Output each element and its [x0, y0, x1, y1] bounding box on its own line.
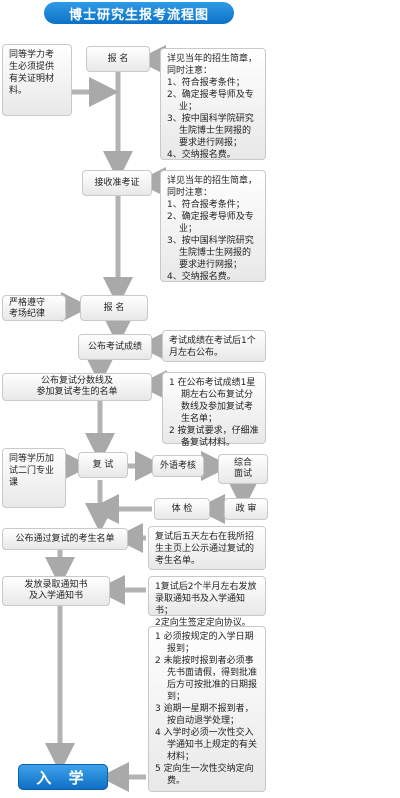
step-political: 政 审 [224, 498, 268, 520]
note-admission-item: 2定向生签定定向协议。 [155, 618, 251, 628]
note-lines-item: 2 按复试要求，仔细准备复试材料。 [169, 426, 259, 448]
note-apply-item: 2、确定报考导师及专业； [167, 90, 254, 112]
step-publish-lines: 公布复试分数线及 参加复试考生的名单 [2, 373, 152, 401]
note-enroll-item: 3 逾期一星期不报到者，按自动退学处理； [155, 704, 254, 726]
step-publish-scores: 公布考试成绩 [78, 334, 152, 360]
note-apply-intro: 详见当年的招生简章，同时注意： [167, 54, 258, 76]
note-apply-item: 3、按中国科学院研究生院博士生网报的要求进行网报； [167, 114, 254, 148]
note-enroll-item: 1 必须按规定的入学日期报到； [155, 632, 254, 654]
step-publish-passed: 公布通过复试的考生名单 [2, 528, 128, 550]
note-receive-item: 2、确定报考导师及专业； [167, 212, 254, 234]
step-admission-notice: 发放录取通知书 及入学通知书 [2, 576, 110, 606]
note-lines: 1 在公布考试成绩1星期左右公布复试分数线及参加复试考生名单； 2 按复试要求，… [162, 372, 266, 448]
note-apply: 详见当年的招生简章，同时注意： 1、符合报考条件； 2、确定报考导师及专业； 3… [160, 48, 266, 160]
note-receive-item: 4、交纳报名费。 [167, 272, 236, 282]
step-foreign-language: 外语考核 [152, 455, 204, 477]
note-enroll: 1 必须按规定的入学日期报到； 2 未能按时报到者必须事先书面请假，得到批准后方… [148, 626, 266, 792]
note-equivalent-materials: 同等学力考 生必须提供 有关证明材 料。 [2, 44, 72, 116]
note-passed: 复试后五天左右在我所招生主页上公示通过复试的考生名单。 [148, 526, 266, 570]
note-receive-cert: 详见当年的招生简章，同时注意： 1、符合报考条件； 2、确定报考导师及专业； 3… [160, 170, 266, 282]
note-enroll-item: 5 定向生一次性交纳定向费。 [155, 764, 254, 786]
step-apply: 报 名 [86, 46, 150, 72]
step-physical: 体 检 [154, 498, 210, 520]
note-lines-item: 1 在公布考试成绩1星期左右公布复试分数线及参加复试考生名单； [169, 378, 256, 424]
step-enroll: 入 学 [18, 764, 108, 790]
note-admission: 1复试后2个半月左右发放录取通知书及入学通知书； 2定向生签定定向协议。 [148, 576, 266, 628]
step-register: 报 名 [80, 295, 148, 321]
note-equivalent-courses: 同等学历加 试二门专业 课 [2, 448, 66, 508]
note-scores: 考试成绩在考试后1个月左右公布。 [162, 330, 266, 362]
diagram-title: 博士研究生报考流程图 [44, 2, 234, 24]
note-discipline: 严格遵守 考场纪律 [2, 295, 66, 321]
note-apply-item: 4、交纳报名费。 [167, 150, 236, 160]
step-comprehensive: 综合 面试 [218, 454, 268, 484]
note-receive-intro: 详见当年的招生简章，同时注意： [167, 176, 258, 198]
step-receive-cert: 接收准考证 [82, 170, 152, 196]
note-apply-item: 1、符合报考条件； [167, 78, 245, 88]
note-enroll-item: 4 入学时必须一次性交入学通知书上规定的有关材料； [155, 728, 258, 762]
note-admission-item: 1复试后2个半月左右发放录取通知书及入学通知书； [155, 582, 257, 616]
note-receive-item: 3、按中国科学院研究生院博士生网报的要求进行网报； [167, 236, 254, 270]
step-retest: 复 试 [78, 452, 128, 478]
note-enroll-item: 2 未能按时报到者必须事先书面请假，得到批准后方可按批准的日期报到； [155, 656, 258, 702]
note-receive-item: 1、符合报考条件； [167, 200, 245, 210]
